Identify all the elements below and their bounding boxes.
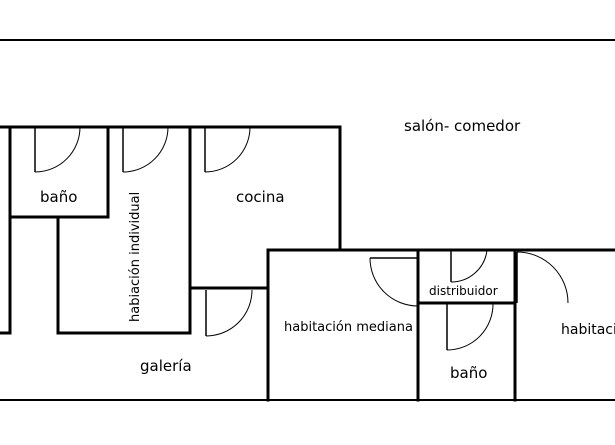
room-label-bano: baño [40, 188, 77, 206]
room-label-distribuidor: distribuidor [429, 284, 498, 298]
interior-walls [0, 125, 615, 402]
room-label-habitacion-individual: habiación individual [128, 192, 143, 322]
room-label-bano-2: baño [450, 364, 487, 382]
room-label-salon-comedor: salón- comedor [404, 117, 521, 135]
door-habitacion-individual [122, 126, 169, 173]
door-distribuidor [450, 249, 488, 283]
door-habitacion-mediana [369, 257, 419, 307]
room-label-habitacion-mediana: habitación mediana [284, 320, 413, 335]
door-galeria [205, 289, 253, 337]
door-bano-2 [446, 302, 494, 351]
outer-walls [0, 39, 615, 401]
room-label-galeria: galería [140, 357, 192, 375]
door-bano-1 [34, 126, 81, 173]
door-habitacion-right [516, 251, 569, 304]
room-label-cocina: cocina [236, 188, 285, 206]
room-label-habitacion-right: habitaci [561, 322, 615, 338]
door-cocina [204, 126, 251, 173]
